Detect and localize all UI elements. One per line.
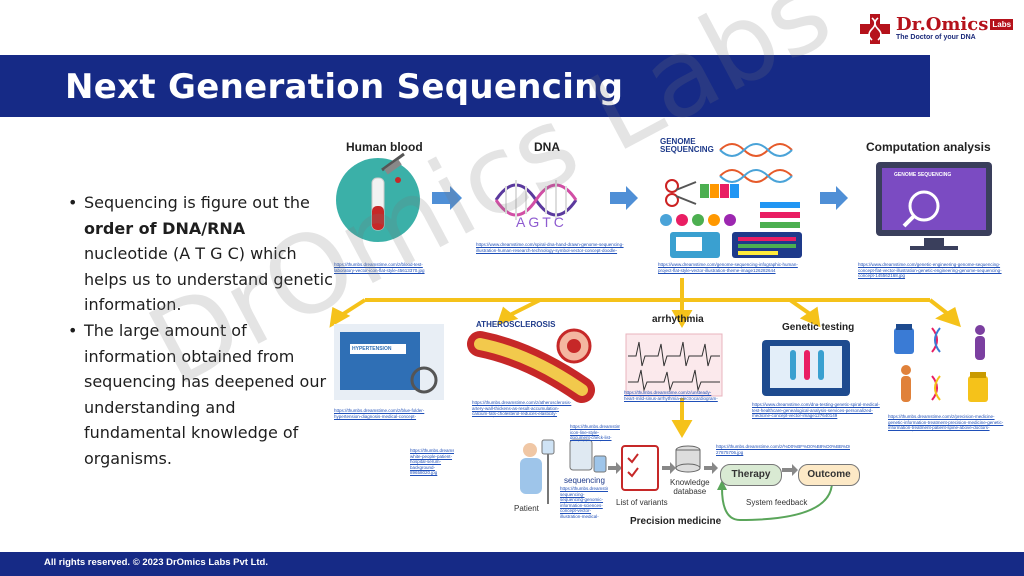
hypertension-folder-image [334, 324, 444, 400]
infographic-art [329, 143, 992, 522]
title-bar: Next Generation Sequencing [0, 55, 930, 117]
footer-bar: All rights reserved. © 2023 DrOmics Labs… [0, 552, 1024, 576]
page-title: Next Generation Sequencing [65, 67, 624, 107]
blood-test-icon [336, 152, 420, 242]
label-patient: Patient [514, 504, 539, 513]
computer-monitor-icon [876, 162, 992, 250]
label-precision-medicine: Precision medicine [630, 516, 722, 527]
bullet-dot-icon: • [68, 320, 78, 340]
label-human-blood: Human blood [346, 140, 423, 154]
source-link-variants[interactable]: https://thumbs.dreamstime.com/z/checklis… [570, 424, 620, 442]
bullet-dot-icon: • [68, 193, 78, 212]
label-hypertension: HYPERTENSION [352, 346, 392, 352]
bullet-bold-text: order of DNA/RNA [84, 218, 246, 238]
label-screen-text: GENOME SEQUENCING [894, 172, 952, 178]
footer-copyright: All rights reserved. © 2023 DrOmics Labs… [44, 557, 268, 568]
bullet-text: nucleotide (A T G C) which helps us to u… [84, 244, 333, 315]
source-link-hypertension[interactable]: https://thumbs.dreamstime.com/z/blue-fol… [334, 408, 425, 420]
bullet-list: • Sequencing is figure out the order of D… [66, 190, 334, 472]
therapy-box: Therapy [720, 464, 782, 486]
source-link-athero[interactable]: https://thumbs.dreamstime.com/z/atherosc… [472, 400, 572, 418]
bullet-text: The large amount of information obtained… [84, 320, 327, 468]
label-dna: DNA [534, 140, 560, 154]
logo-badge: Labs [990, 19, 1014, 30]
source-link-genetic[interactable]: https://www.dreamstime.com/dna-testing-g… [752, 402, 880, 418]
precision-medicine-diagram [520, 439, 833, 522]
bullet-text: Sequencing is figure out the [84, 193, 310, 212]
source-link-computation[interactable]: https://www.dreamstime.com/genetic-engin… [858, 262, 1002, 278]
label-computation: Computation analysis [866, 140, 991, 154]
bullet-item: • Sequencing is figure out the order of D… [66, 190, 334, 318]
flow-arrow-icon [610, 186, 638, 210]
label-variants: List of variants [616, 498, 668, 507]
genetic-testing-image [762, 340, 850, 396]
source-link-patient[interactable]: https://thumbs.dreamstime.com/z/1119-whi… [410, 448, 454, 475]
flow-arrow-icon [432, 186, 462, 210]
label-genetic-testing: Genetic testing [782, 322, 855, 333]
label-dna-letters: AGTC [516, 214, 567, 230]
yellow-arrows [329, 278, 961, 438]
source-link-sequencing[interactable]: https://thumbs.dreamstime.com/z/dna-sequ… [560, 486, 608, 518]
ngs-infographic: Human blood DNA Computation analysis GEN… [320, 128, 1010, 536]
bullet-item: • The large amount of information obtaine… [66, 318, 334, 472]
outcome-box: Outcome [798, 464, 860, 486]
label-genome-sequencing: GENOME SEQUENCING [660, 137, 714, 154]
genome-sequencing-icon [660, 143, 802, 258]
label-knowledge: Knowledge database [670, 478, 710, 496]
medical-cross-icon [860, 14, 890, 44]
ecg-arrhythmia-image [625, 333, 723, 397]
label-arrhythmia: arrhythmia [652, 314, 704, 325]
logo-tagline: The Doctor of your DNA [896, 34, 976, 41]
dna-helix-icon [494, 180, 578, 220]
source-link-personalized[interactable]: https://thumbs.dreamstime.com/z/precisio… [888, 414, 1004, 432]
source-link-dna[interactable]: https://www.dreamstime.com/spiral-dna-ha… [476, 242, 624, 254]
source-link-arrhythmia[interactable]: https://thumbs.dreamstime.com/z/unsteady… [624, 390, 718, 402]
source-link-genome[interactable]: https://www.dreamstime.com/genome-sequen… [658, 262, 798, 273]
source-link-therapy[interactable]: https://thumbs.dreamstime.com/z/%D0%BF%D… [716, 444, 850, 455]
label-sequencing: sequencing [564, 476, 605, 485]
label-atherosclerosis: ATHEROSCLEROSIS [476, 320, 556, 329]
atherosclerosis-artery-image [467, 328, 595, 403]
source-link-blood[interactable]: https://thumbs.dreamstime.com/z/blood-te… [334, 262, 425, 273]
flow-arrow-icon [820, 186, 848, 210]
personalized-medicine-image [894, 324, 988, 402]
label-feedback: System feedback [746, 498, 808, 507]
